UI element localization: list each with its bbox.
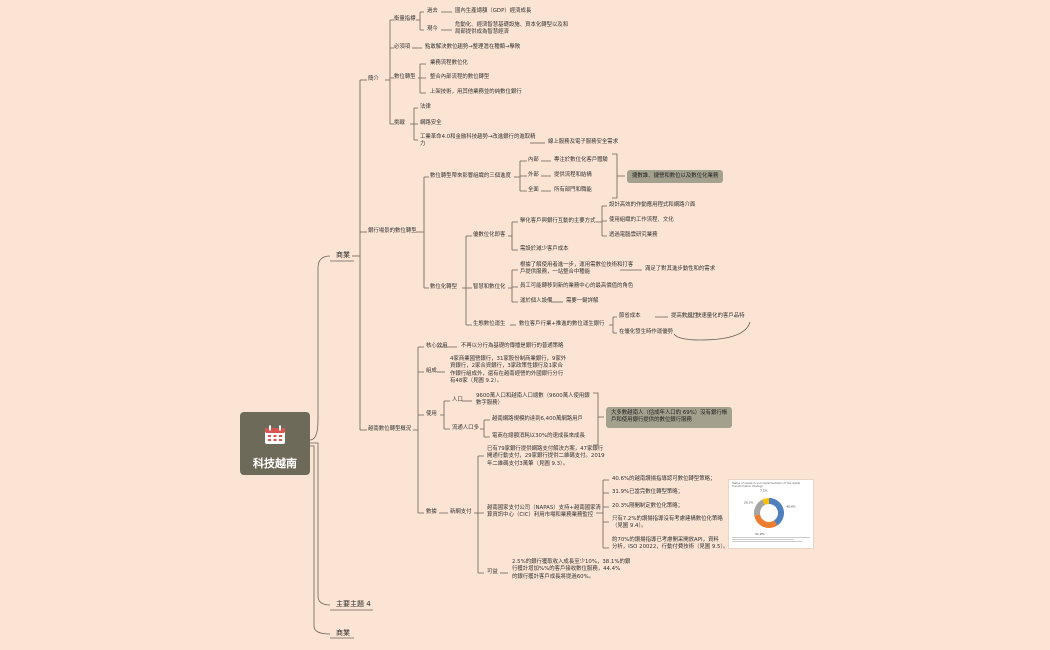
node-eco-desc[interactable]: 數位客戶行業+推進的數位運生銀行	[519, 321, 605, 327]
chart-title: Status of research and implementation of…	[732, 482, 801, 489]
node-internet[interactable]: 流通人口多	[452, 425, 479, 431]
node-cx-item[interactable]: 設計高效的作動應用程式和網路介面	[609, 202, 696, 208]
node-transform-item[interactable]: 整合內部流程的數位轉型	[430, 74, 490, 80]
node-population[interactable]: 人口	[452, 397, 463, 403]
strategy-donut-chart[interactable]: Status of research and implementation of…	[728, 479, 814, 549]
node-past-desc[interactable]: 國內生產總額（GDP）經濟成長	[455, 8, 532, 14]
donut-slice	[754, 499, 766, 516]
summary-note-levels[interactable]: 捷數誰、捷營和數位以及數位化業務	[627, 170, 724, 184]
node-internet-item[interactable]: 越南網路規模約達到6,400萬網路用戶	[492, 416, 583, 422]
node-past[interactable]: 過去	[427, 8, 438, 14]
node-data[interactable]: 數據	[426, 509, 437, 515]
donut-svg: 40.6% 31.9% 20.3% 7.2%	[744, 489, 796, 536]
chart-caption-lines	[732, 536, 810, 543]
node-necessary-desc[interactable]: 點敢解決數位趨勢→整理潛在種類→擊敗	[425, 44, 521, 50]
branch-banking[interactable]: 銀行場景的數位轉型	[368, 228, 417, 234]
node-smart-tail[interactable]: 需要一鍵詳解	[566, 298, 599, 304]
node-eco-mid[interactable]: 提高數規性	[671, 313, 698, 319]
node-challenge-item[interactable]: 網路安全	[420, 120, 442, 126]
node-smart-item[interactable]: 運於個人設備	[520, 298, 553, 304]
summary-note-users[interactable]: 大多數越南人（估成年人口約 69%）沒有銀行帳 戶和使用銀行提供的數位銀行服務	[606, 407, 733, 428]
branch-intro[interactable]: 簡介	[368, 76, 379, 82]
donut-slice	[754, 514, 778, 528]
node-transform-item[interactable]: 業務流程數位化	[430, 60, 468, 66]
node-challenge[interactable]: 挑戰	[394, 120, 405, 126]
node-smart-need[interactable]: 滿足了對其進步動性和的需求	[645, 266, 716, 272]
node-transform-item[interactable]: 上架技術，用其他業務並的純數位銀行	[430, 89, 522, 95]
node-level-desc[interactable]: 專注於數位化客戶體驗	[554, 157, 608, 163]
root-label: 科技越南	[253, 457, 297, 470]
node-smart[interactable]: 智慧和數位化	[473, 284, 506, 290]
calendar-icon	[265, 425, 285, 444]
node-level-name[interactable]: 外部	[528, 172, 539, 178]
node-smart-item[interactable]: 根據了解使用者進一步，運用需數位技術和打客 戶提供服務，一站整合中種能	[520, 262, 634, 276]
node-pay-stat[interactable]: 只有7.2%的讚揚指導沒有考慮建構數位化策略 （見圖 9.4）。	[612, 516, 723, 530]
donut-label: 20.3%	[744, 500, 754, 504]
node-pay-stat[interactable]: 40.6%的越南讚揚指導認可數位轉型策略；	[612, 476, 716, 482]
node-cx-way[interactable]: 擊化客戶與銀行互動的主要方式	[520, 218, 596, 224]
donut-label: 40.6%	[786, 504, 796, 508]
node-level-name[interactable]: 全面	[528, 187, 539, 193]
node-digital-transform[interactable]: 數位化轉型	[430, 284, 457, 290]
node-level-desc[interactable]: 所有部門和職能	[554, 187, 592, 193]
node-population-desc[interactable]: 9600萬人口和越南人口總數（9600萬人使用銀 數字服務）	[476, 393, 590, 407]
node-eco[interactable]: 生態數位運生	[473, 321, 506, 327]
donut-slice	[768, 498, 784, 526]
node-cx-item[interactable]: 使用組織的工作流程、文化	[609, 217, 674, 223]
node-three-levels[interactable]: 數位轉型帶來影響組織的三個進度	[430, 173, 511, 179]
node-benefit-desc[interactable]: 2.5%的銀行獲取收入成長至少10%，38.1%的銀 行獲計增加%%的客戶接收數…	[512, 559, 631, 580]
donut-slice	[762, 498, 770, 505]
node-eco-item[interactable]: 在優化發生時作運優勢	[619, 329, 673, 335]
node-pay-item[interactable]: 已有79家銀行提供網路支付解決方案，47家銀行 開通行動支付，29家銀行提供二維…	[487, 446, 605, 467]
node-level-desc[interactable]: 提供流程和結構	[554, 172, 592, 178]
node-challenge-item[interactable]: 工業革命4.0和金融科技趨勢→改進銀行的進取精 力	[420, 134, 536, 148]
node-necessary[interactable]: 必須項	[394, 44, 411, 50]
node-core[interactable]: 核心效用	[426, 343, 448, 349]
node-benefit[interactable]: 可益	[487, 569, 498, 575]
node-pay[interactable]: 新網支付	[450, 509, 472, 515]
node-transform[interactable]: 數位轉型	[394, 74, 416, 80]
topic-4[interactable]: 主要主題 4	[336, 600, 371, 608]
node-level-name[interactable]: 內部	[528, 157, 539, 163]
node-cx-more[interactable]: 需設於減少客戶成本	[520, 246, 569, 252]
node-smart-item[interactable]: 員工可能轉移到新的業務中心的最高價值的角色	[520, 283, 634, 289]
node-eco-item[interactable]: 節省成本	[619, 313, 641, 319]
node-challenge-item[interactable]: 法律	[420, 104, 431, 110]
node-structure-desc[interactable]: 4家商業國營銀行，31家股份制商業銀行，9家外 資銀行，2家合資銀行，3家政策性…	[450, 356, 567, 385]
branch-vietnam[interactable]: 越南數位轉型概況	[368, 426, 412, 432]
node-pay-stat[interactable]: 31.9%已當完數位轉型策略；	[612, 489, 684, 495]
node-now-desc[interactable]: 危動化、經濟智慧基礎設施、資本化轉型以及和 局部提供成為智慧經濟	[455, 22, 569, 36]
node-pay-stat[interactable]: 約70%的讚揚指導已考慮開采開放API，資料 分析，ISO 20022，行動付費…	[612, 537, 729, 551]
node-core-desc[interactable]: 不再以分行為基礎的傳播是銀行的普通策略	[461, 343, 564, 349]
node-pay-item[interactable]: 越南國家支付公司（NAPAS）支持+越南國家清 算資訊中心（CIC）利用市場和業…	[487, 505, 601, 519]
node-challenge-tail[interactable]: 線上服務及電子服務安全需求	[548, 139, 619, 145]
node-measurement[interactable]: 衡量指標	[394, 16, 416, 22]
topic-business-2[interactable]: 商業	[336, 629, 350, 637]
node-users[interactable]: 使用	[426, 411, 437, 417]
node-eco-end[interactable]: 快速量化的客戶品特	[696, 313, 745, 319]
node-cx-item[interactable]: 透過電腦雲研究業務	[609, 232, 658, 238]
node-pay-stat[interactable]: 20.3%剛開制定數位化策略；	[612, 503, 684, 509]
root-node[interactable]: 科技越南	[240, 412, 310, 475]
node-structure[interactable]: 組成	[426, 368, 437, 374]
node-now[interactable]: 現今	[427, 26, 438, 32]
topic-business[interactable]: 商業	[336, 251, 350, 259]
node-cx[interactable]: 優數位化即客	[473, 232, 506, 238]
donut-label: 7.2%	[760, 489, 768, 493]
donut-label: 31.9%	[755, 532, 765, 536]
node-internet-item[interactable]: 電商在總額消耗以30%的速成長來成長	[492, 433, 585, 439]
